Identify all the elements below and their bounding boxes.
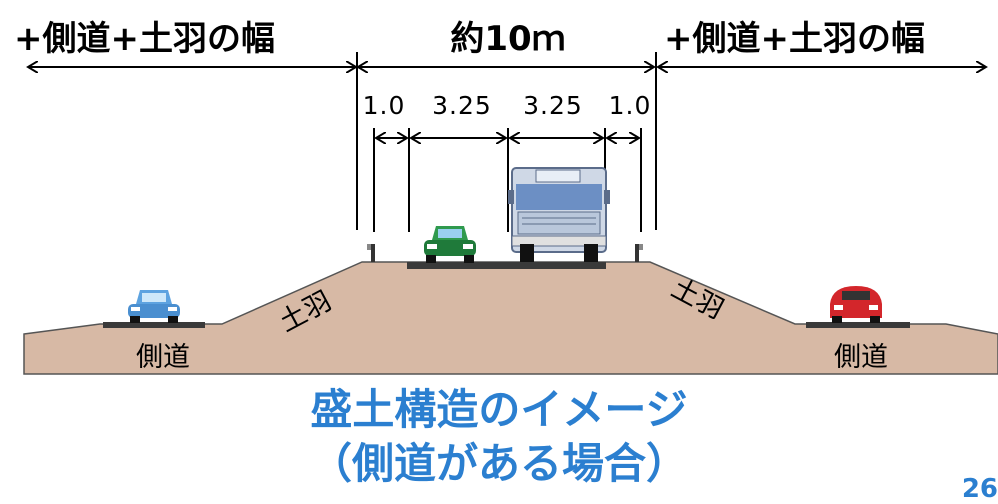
side-road-right-surface — [806, 322, 910, 328]
dim-shoulder-right: 1.0 — [609, 91, 652, 120]
car-blue — [128, 290, 180, 323]
extension-lines — [356, 52, 657, 232]
caption-subtitle: （側道がある場合） — [309, 439, 688, 488]
side-road-label-right: 側道 — [834, 342, 888, 373]
width-label-left: +側道+土羽の幅 — [14, 19, 275, 59]
width-label-center: 約10ｍ — [450, 19, 565, 59]
car-red — [830, 286, 882, 323]
guard-post-right — [635, 244, 643, 262]
dim-lane-right: 3.25 — [523, 91, 583, 120]
truck — [508, 167, 610, 262]
width-label-right: +側道+土羽の幅 — [664, 19, 925, 59]
page-number: 26 — [961, 474, 998, 504]
dim-lane-left: 3.25 — [432, 91, 492, 120]
car-green — [424, 226, 476, 263]
main-road-surface — [407, 262, 606, 269]
guard-post-left — [367, 244, 375, 262]
dim-shoulder-left: 1.0 — [363, 91, 406, 120]
side-road-left-surface — [103, 322, 205, 328]
caption-title: 盛土構造のイメージ — [310, 385, 688, 434]
side-road-label-left: 側道 — [136, 342, 190, 373]
